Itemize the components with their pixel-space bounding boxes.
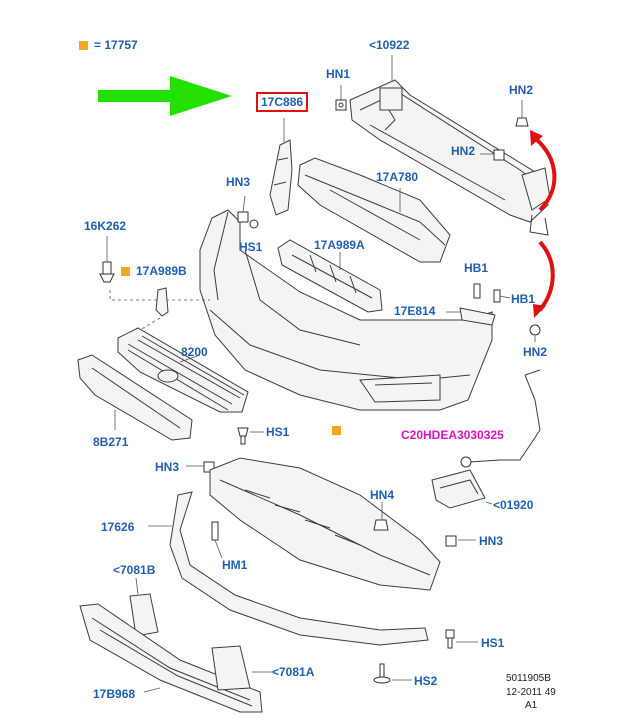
red-arrow-upper	[533, 136, 557, 212]
hs1-bot-bolt	[445, 629, 455, 649]
hn2-top-nut	[515, 117, 529, 127]
hn2-mid-nut	[493, 149, 505, 161]
label-17a989b: 17A989B	[121, 264, 187, 278]
label-hb1-top: HB1	[464, 261, 489, 275]
lower-undertray	[209, 457, 441, 591]
label-17a989a: 17A989A	[314, 238, 365, 252]
legend-17757: = 17757	[79, 38, 138, 52]
label-7081b: <7081B	[113, 563, 156, 577]
bezel-8b271	[77, 354, 193, 441]
label-hs1-top: HS1	[239, 240, 263, 254]
green-arrow	[98, 76, 232, 116]
bracket-17a989b	[155, 287, 169, 317]
lamp-bezel-01920	[431, 469, 486, 509]
label-7081a: <7081A	[272, 665, 315, 679]
label-hn2-top: HN2	[509, 83, 534, 97]
bracket-17e814	[459, 307, 496, 326]
hb1-bolts	[473, 283, 501, 303]
label-hs1-bot: HS1	[481, 636, 505, 650]
wiring-harness	[469, 369, 541, 463]
label-hn2-mid: HN2	[451, 144, 476, 158]
hn4-clip	[373, 519, 389, 531]
label-hs1-mid: HS1	[266, 425, 290, 439]
label-hn4: HN4	[370, 488, 395, 502]
footer-date: 12-2011 49	[506, 687, 556, 698]
deflector-17626	[169, 491, 429, 646]
marker-square-icon	[121, 267, 130, 276]
label-hs2: HS2	[414, 674, 438, 688]
shield-7081a	[211, 645, 251, 691]
hn3-mid-nut	[203, 461, 215, 473]
bracket-17a989a	[277, 239, 383, 313]
label-hn2-bot: HN2	[523, 345, 548, 359]
grille-8200	[117, 327, 249, 413]
hs1-mid-bolt	[237, 427, 249, 445]
label-wire-c20hdea3030325: C20HDEA3030325	[401, 428, 504, 442]
label-01920: <01920	[493, 498, 534, 512]
marker-square-bumper	[332, 426, 341, 435]
label-hn3-top: HN3	[226, 175, 251, 189]
bracket-17c886	[269, 139, 293, 216]
shield-7081b	[129, 593, 159, 637]
hn3-right-nut	[445, 535, 457, 547]
label-hb1-right: HB1	[511, 292, 536, 306]
label-17626: 17626	[101, 520, 135, 534]
footer-rev: A1	[525, 700, 538, 711]
clip-16k262	[99, 261, 115, 283]
hn1-nut	[335, 99, 347, 111]
label-8b271: 8B271	[93, 435, 129, 449]
label-hn3-right: HN3	[479, 534, 504, 548]
hm1-clip	[211, 521, 219, 541]
legend-square-icon	[79, 41, 88, 50]
label-10922: <10922	[369, 38, 410, 52]
label-17e814: 17E814	[394, 304, 436, 318]
label-16k262: 16K262	[84, 219, 127, 233]
label-hm1: HM1	[222, 558, 248, 572]
label-17c886-highlighted: 17C886	[256, 92, 309, 112]
label-hn1: HN1	[326, 67, 351, 81]
hs2-bolt	[373, 663, 391, 684]
bumper-cover	[199, 209, 493, 411]
red-arrow-lower	[538, 240, 555, 312]
hn2-bot-nut	[529, 324, 541, 336]
label-17a780: 17A780	[376, 170, 419, 184]
label-8200: 8200	[181, 345, 208, 359]
footer-ref: 5011905B	[506, 673, 551, 684]
label-hn3-mid: HN3	[155, 460, 180, 474]
label-17b968: 17B968	[93, 687, 136, 701]
hn3-hs1-top-fasteners	[237, 211, 259, 229]
energy-absorber-17a780	[297, 157, 451, 263]
